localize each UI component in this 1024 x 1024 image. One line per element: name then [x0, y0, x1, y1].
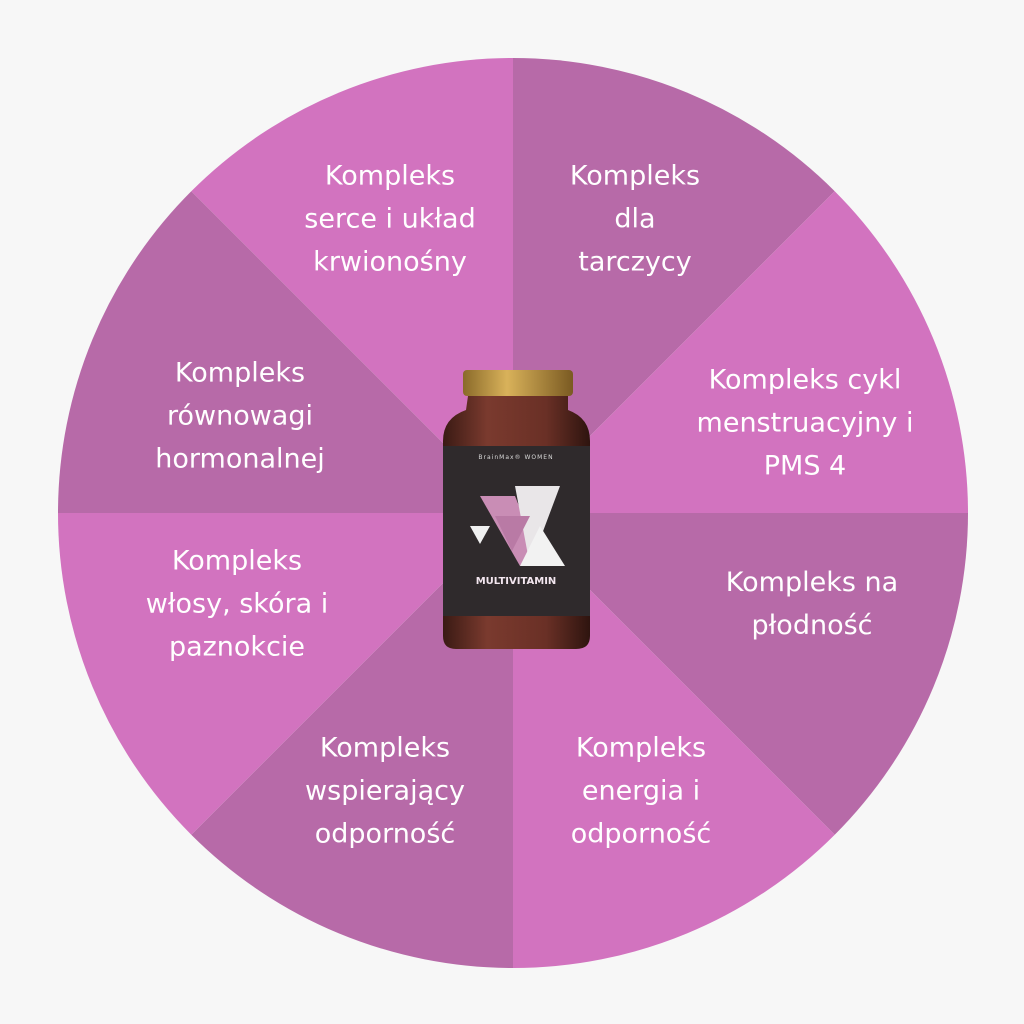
product-jar-image: BrainMax® WOMEN MULTIVITAMIN: [440, 366, 592, 651]
wheel-segment: [191, 513, 513, 968]
wheel-segment: [513, 513, 835, 968]
wheel-segment: [513, 58, 835, 513]
wheel-segment: [191, 58, 513, 513]
wheel-segment: [58, 513, 513, 835]
product-name: MULTIVITAMIN: [475, 576, 557, 587]
wheel-segment: [513, 191, 968, 513]
wheel-segment: [58, 191, 513, 513]
product-brand: BrainMax® WOMEN: [478, 454, 554, 461]
wheel-segment: [513, 513, 968, 835]
